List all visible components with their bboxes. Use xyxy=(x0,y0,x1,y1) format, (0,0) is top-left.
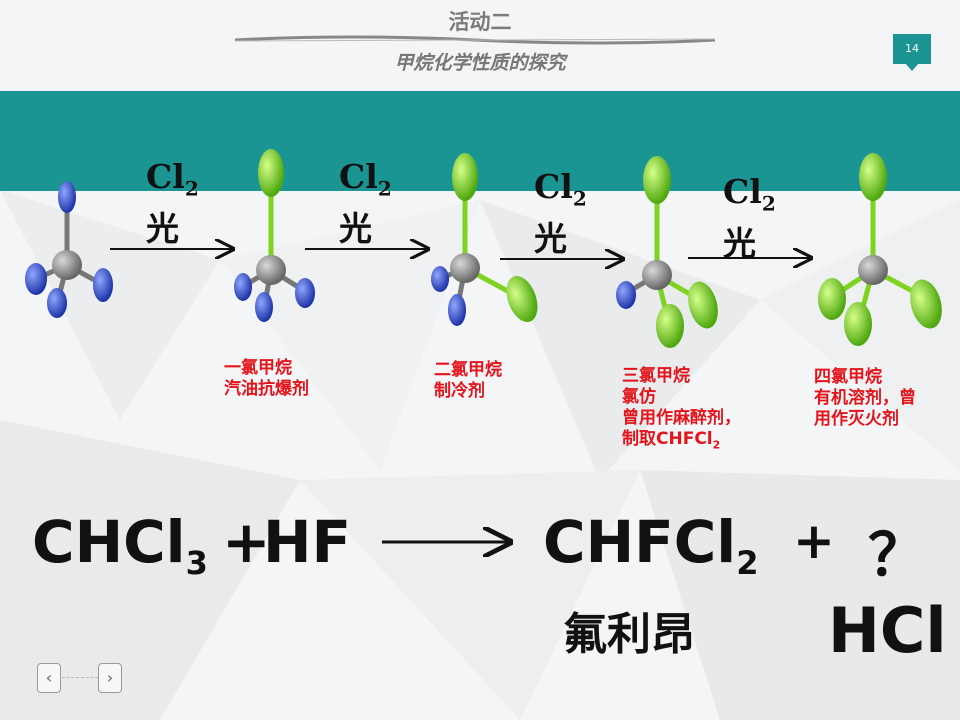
reagent-label-2: Cl2 光 xyxy=(339,157,392,248)
reagent-label-3: Cl2 光 xyxy=(534,167,587,258)
answer-hcl: HCl xyxy=(828,594,947,667)
slide-title: 活动二 xyxy=(448,10,512,34)
product-caption-chloroform: 三氯甲烷 氯仿 曾用作麻醉剂， 制取CHFCl2 xyxy=(622,366,741,452)
prev-slide-button[interactable]: ‹ xyxy=(37,663,61,693)
equation-plus-1: + xyxy=(222,508,271,576)
product-caption-dichloromethane: 二氯甲烷 制冷剂 xyxy=(434,360,502,401)
chloromethane-molecule xyxy=(234,149,315,322)
carbon-tetrachloride-molecule xyxy=(818,153,942,346)
page-number-badge: 14 xyxy=(893,34,931,71)
chloroform-molecule xyxy=(616,156,718,348)
chevron-right-icon: › xyxy=(106,668,114,687)
methane-molecule xyxy=(25,181,113,318)
nav-divider xyxy=(62,677,98,678)
title-divider xyxy=(234,35,716,45)
product-caption-chloromethane: 一氯甲烷 汽油抗爆剂 xyxy=(224,358,309,399)
slide-subtitle: 甲烷化学性质的探究 xyxy=(394,52,566,74)
equation-reactant-1: CHCl3 xyxy=(32,508,208,582)
equation-unknown: ？ xyxy=(868,521,927,589)
equation-reactant-2: HF xyxy=(263,508,352,576)
reagent-label-4: Cl2 光 xyxy=(723,172,776,263)
chevron-left-icon: ‹ xyxy=(45,668,53,687)
teal-band xyxy=(0,91,960,191)
next-slide-button[interactable]: › xyxy=(98,663,122,693)
equation-product-1: CHFCl2 xyxy=(543,508,759,582)
equation-plus-2: + xyxy=(793,512,835,570)
product-caption-carbon-tetrachloride: 四氯甲烷 有机溶剂，曾 用作灭火剂 xyxy=(814,367,916,429)
product-name-freon: 氟利昂 xyxy=(563,609,695,660)
dichloromethane-molecule xyxy=(431,153,538,326)
reagent-label-1: Cl2 光 xyxy=(146,157,199,248)
